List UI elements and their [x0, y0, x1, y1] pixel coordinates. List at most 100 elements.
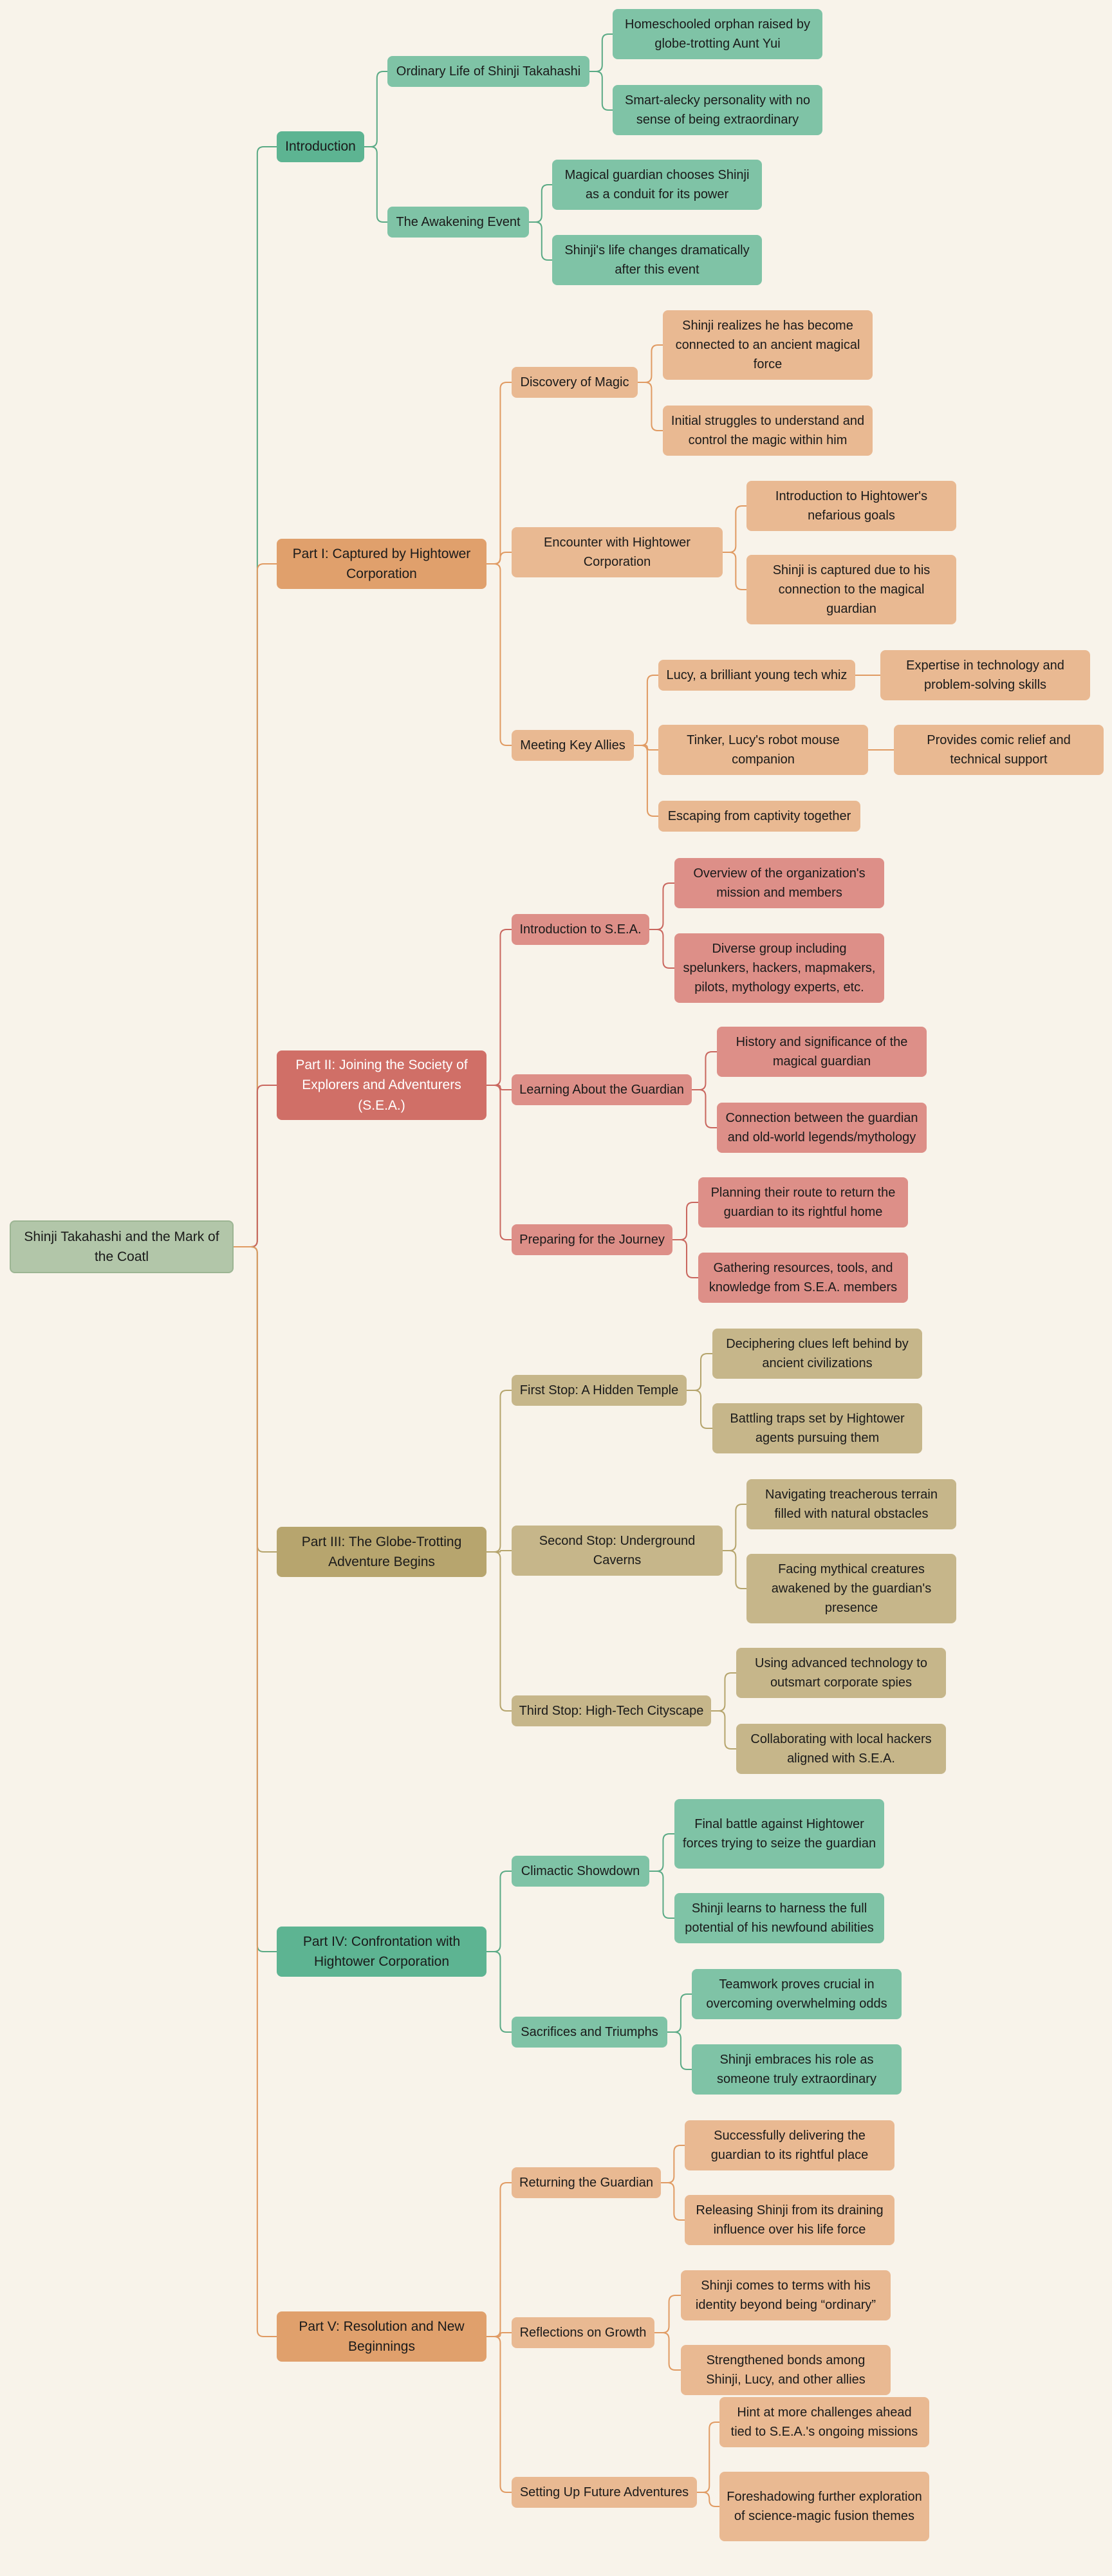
node-label: Releasing Shinji from its draining influ… [696, 2203, 884, 2237]
node-label: Overview of the organization's mission a… [693, 866, 866, 900]
node-label: Deciphering clues left behind by ancient… [726, 1337, 909, 1370]
mindmap-node-learning-about-the-guardian[interactable]: Learning About the Guardian [512, 1074, 692, 1105]
node-label: Shinji embraces his role as someone trul… [717, 2053, 876, 2086]
mindmap-node-planning-their-route-to-return-the-guard[interactable]: Planning their route to return the guard… [698, 1177, 908, 1227]
mindmap-node-introduction[interactable]: Introduction [277, 131, 364, 162]
mindmap-node-meeting-key-allies[interactable]: Meeting Key Allies [512, 730, 634, 761]
node-label: Discovery of Magic [520, 375, 629, 389]
mindmap-node-strengthened-bonds-among-shinji-lucy-and[interactable]: Strengthened bonds among Shinji, Lucy, a… [681, 2345, 891, 2395]
mindmap-node-shinji-is-captured-due-to-his-connection[interactable]: Shinji is captured due to his connection… [746, 555, 956, 624]
node-label: Lucy, a brilliant young tech whiz [666, 668, 848, 682]
mindmap-node-shinji-comes-to-terms-with-his-identity-[interactable]: Shinji comes to terms with his identity … [681, 2270, 891, 2320]
mindmap-node-teamwork-proves-crucial-in-overcoming-ov[interactable]: Teamwork proves crucial in overcoming ov… [692, 1969, 902, 2019]
node-label: Returning the Guardian [519, 2176, 653, 2190]
mindmap-root-node[interactable]: Shinji Takahashi and the Mark of the Coa… [10, 1220, 234, 1273]
mindmap-node-first-stop-a-hidden-temple[interactable]: First Stop: A Hidden Temple [512, 1375, 687, 1406]
mindmap-node-releasing-shinji-from-its-draining-influ[interactable]: Releasing Shinji from its draining influ… [685, 2195, 894, 2245]
mindmap-node-overview-of-the-organization-s-mission-a[interactable]: Overview of the organization's mission a… [674, 858, 884, 908]
node-label: Magical guardian chooses Shinji as a con… [564, 168, 750, 201]
mindmap-node-part-iv-confrontation-with-hightower-cor[interactable]: Part IV: Confrontation with Hightower Co… [277, 1927, 486, 1977]
node-label: Teamwork proves crucial in overcoming ov… [706, 1977, 887, 2011]
mindmap-node-lucy-a-brilliant-young-tech-whiz[interactable]: Lucy, a brilliant young tech whiz [658, 660, 855, 691]
mindmap-node-shinji-learns-to-harness-the-full-potent[interactable]: Shinji learns to harness the full potent… [674, 1893, 884, 1943]
mindmap-node-successfully-delivering-the-guardian-to-[interactable]: Successfully delivering the guardian to … [685, 2120, 894, 2170]
node-label: Sacrifices and Triumphs [521, 2025, 658, 2039]
mindmap-node-sacrifices-and-triumphs[interactable]: Sacrifices and Triumphs [512, 2017, 667, 2048]
node-label: Part III: The Globe-Trotting Adventure B… [301, 1534, 462, 1570]
node-label: Part IV: Confrontation with Hightower Co… [302, 1934, 461, 1970]
node-label: Facing mythical creatures awakened by th… [771, 1562, 932, 1615]
mindmap-node-ordinary-life-of-shinji-takahashi[interactable]: Ordinary Life of Shinji Takahashi [387, 56, 589, 87]
node-label: Expertise in technology and problem-solv… [906, 658, 1064, 692]
mindmap-node-encounter-with-hightower-corporation[interactable]: Encounter with Hightower Corporation [512, 527, 723, 577]
node-label: Navigating treacherous terrain filled wi… [765, 1488, 938, 1521]
node-label: Gathering resources, tools, and knowledg… [709, 1261, 898, 1294]
node-label: Using advanced technology to outsmart co… [755, 1656, 927, 1690]
node-label: Escaping from captivity together [667, 809, 851, 823]
mindmap-node-facing-mythical-creatures-awakened-by-th[interactable]: Facing mythical creatures awakened by th… [746, 1554, 956, 1623]
node-label: Successfully delivering the guardian to … [710, 2129, 869, 2162]
mindmap-node-third-stop-high-tech-cityscape[interactable]: Third Stop: High-Tech Cityscape [512, 1695, 711, 1726]
node-label: Shinji comes to terms with his identity … [695, 2279, 876, 2312]
mindmap-node-shinji-realizes-he-has-become-connected-[interactable]: Shinji realizes he has become connected … [663, 310, 873, 380]
node-label: Final battle against Hightower forces tr… [682, 1817, 876, 1851]
mindmap-node-smart-alecky-personality-with-no-sense-o[interactable]: Smart-alecky personality with no sense o… [613, 85, 822, 135]
mindmap-node-gathering-resources-tools-and-knowledge-[interactable]: Gathering resources, tools, and knowledg… [698, 1253, 908, 1303]
mindmap-node-discovery-of-magic[interactable]: Discovery of Magic [512, 367, 638, 398]
node-label: Initial struggles to understand and cont… [671, 414, 865, 447]
node-label: Collaborating with local hackers aligned… [750, 1732, 932, 1766]
mindmap-node-hint-at-more-challenges-ahead-tied-to-s-[interactable]: Hint at more challenges ahead tied to S.… [719, 2397, 929, 2447]
node-label: Provides comic relief and technical supp… [927, 733, 1071, 767]
node-label: Second Stop: Underground Caverns [539, 1534, 696, 1567]
mindmap-node-introduction-to-hightower-s-nefarious-go[interactable]: Introduction to Hightower's nefarious go… [746, 481, 956, 531]
mindmap-node-provides-comic-relief-and-technical-supp[interactable]: Provides comic relief and technical supp… [894, 725, 1104, 775]
node-label: Smart-alecky personality with no sense o… [625, 93, 810, 127]
mindmap-node-using-advanced-technology-to-outsmart-co[interactable]: Using advanced technology to outsmart co… [736, 1648, 946, 1698]
node-label: Introduction to Hightower's nefarious go… [775, 489, 928, 523]
mindmap-node-diverse-group-including-spelunkers-hacke[interactable]: Diverse group including spelunkers, hack… [674, 933, 884, 1003]
node-label: Shinji Takahashi and the Mark of the Coa… [24, 1229, 219, 1265]
node-label: Shinji's life changes dramatically after… [564, 243, 750, 277]
mindmap-node-escaping-from-captivity-together[interactable]: Escaping from captivity together [658, 801, 860, 832]
mindmap-node-returning-the-guardian[interactable]: Returning the Guardian [512, 2167, 661, 2198]
mindmap-node-deciphering-clues-left-behind-by-ancient[interactable]: Deciphering clues left behind by ancient… [712, 1329, 922, 1379]
node-label: Setting Up Future Adventures [519, 2485, 689, 2499]
mindmap-node-tinker-lucy-s-robot-mouse-companion[interactable]: Tinker, Lucy's robot mouse companion [658, 725, 868, 775]
mindmap-node-preparing-for-the-journey[interactable]: Preparing for the Journey [512, 1224, 672, 1255]
node-label: Connection between the guardian and old-… [725, 1111, 918, 1144]
mindmap-node-shinji-embraces-his-role-as-someone-trul[interactable]: Shinji embraces his role as someone trul… [692, 2044, 902, 2095]
mindmap-node-second-stop-underground-caverns[interactable]: Second Stop: Underground Caverns [512, 1526, 723, 1576]
node-label: Preparing for the Journey [519, 1233, 665, 1247]
mindmap-node-part-v-resolution-and-new-beginnings[interactable]: Part V: Resolution and New Beginnings [277, 2311, 486, 2362]
node-label: Meeting Key Allies [520, 738, 626, 752]
node-label: Part II: Joining the Society of Explorer… [295, 1057, 468, 1113]
mindmap-node-introduction-to-s-e-a[interactable]: Introduction to S.E.A. [512, 914, 649, 945]
mindmap-node-collaborating-with-local-hackers-aligned[interactable]: Collaborating with local hackers aligned… [736, 1724, 946, 1774]
mindmap-node-setting-up-future-adventures[interactable]: Setting Up Future Adventures [512, 2477, 697, 2508]
mindmap-node-initial-struggles-to-understand-and-cont[interactable]: Initial struggles to understand and cont… [663, 406, 873, 456]
mindmap-node-navigating-treacherous-terrain-filled-wi[interactable]: Navigating treacherous terrain filled wi… [746, 1479, 956, 1529]
mindmap-node-history-and-significance-of-the-magical-[interactable]: History and significance of the magical … [717, 1027, 927, 1077]
mindmap-node-foreshadowing-further-exploration-of-sci[interactable]: Foreshadowing further exploration of sci… [719, 2472, 929, 2541]
node-label: Strengthened bonds among Shinji, Lucy, a… [706, 2353, 866, 2387]
mindmap-node-shinji-s-life-changes-dramatically-after[interactable]: Shinji's life changes dramatically after… [552, 235, 762, 285]
mindmap-node-magical-guardian-chooses-shinji-as-a-con[interactable]: Magical guardian chooses Shinji as a con… [552, 160, 762, 210]
mindmap-node-reflections-on-growth[interactable]: Reflections on Growth [512, 2317, 654, 2348]
node-label: Third Stop: High-Tech Cityscape [519, 1704, 704, 1718]
mindmap-node-part-iii-the-globe-trotting-adventure-be[interactable]: Part III: The Globe-Trotting Adventure B… [277, 1527, 486, 1577]
mindmap-node-final-battle-against-hightower-forces-tr[interactable]: Final battle against Hightower forces tr… [674, 1799, 884, 1869]
node-label: Shinji learns to harness the full potent… [685, 1901, 874, 1935]
node-label: Part V: Resolution and New Beginnings [299, 2319, 465, 2355]
node-label: Battling traps set by Hightower agents p… [730, 1412, 905, 1445]
mindmap-node-homeschooled-orphan-raised-by-globe-trot[interactable]: Homeschooled orphan raised by globe-trot… [613, 9, 822, 59]
mindmap-node-expertise-in-technology-and-problem-solv[interactable]: Expertise in technology and problem-solv… [880, 650, 1090, 700]
mindmap-node-part-i-captured-by-hightower-corporation[interactable]: Part I: Captured by Hightower Corporatio… [277, 539, 486, 589]
mindmap-node-connection-between-the-guardian-and-old-[interactable]: Connection between the guardian and old-… [717, 1103, 927, 1153]
mindmap-node-climactic-showdown[interactable]: Climactic Showdown [512, 1856, 649, 1887]
mindmap-node-the-awakening-event[interactable]: The Awakening Event [387, 207, 529, 238]
mindmap-node-battling-traps-set-by-hightower-agents-p[interactable]: Battling traps set by Hightower agents p… [712, 1403, 922, 1453]
node-label: Ordinary Life of Shinji Takahashi [396, 64, 581, 79]
node-label: Introduction to S.E.A. [519, 922, 642, 937]
mindmap-node-part-ii-joining-the-society-of-explorers[interactable]: Part II: Joining the Society of Explorer… [277, 1050, 486, 1120]
node-label: Diverse group including spelunkers, hack… [683, 942, 876, 994]
